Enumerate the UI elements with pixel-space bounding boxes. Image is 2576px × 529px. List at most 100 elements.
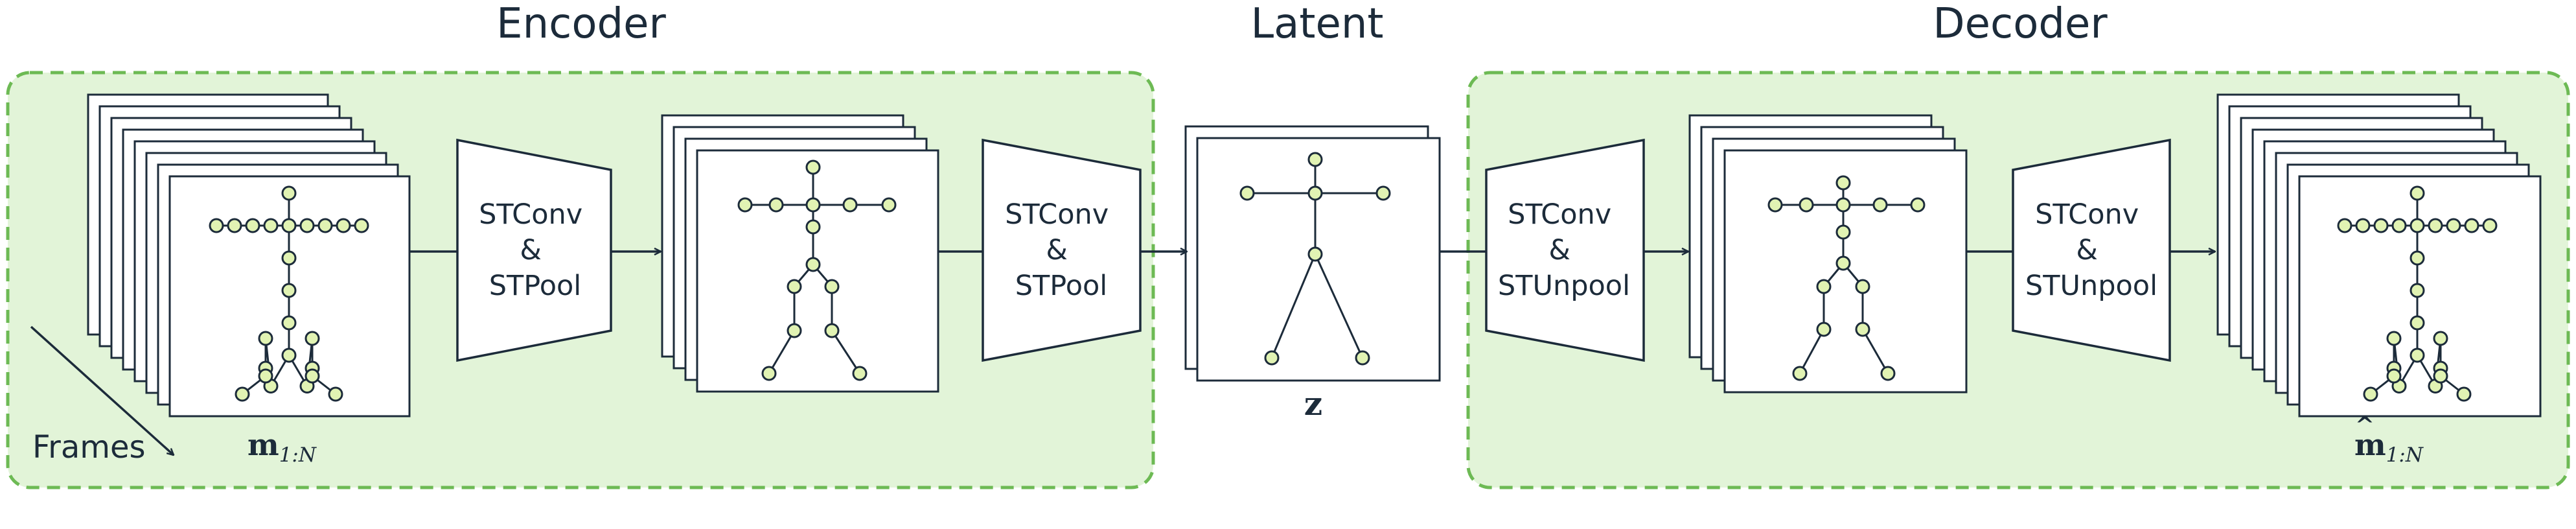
joint-dot (2464, 218, 2479, 233)
joint-dot (305, 368, 320, 384)
output-label: m1:N (2354, 427, 2424, 467)
joint-dot (281, 185, 297, 201)
joint-dot (235, 386, 250, 402)
svg-text:STConv & STPool: STConv & STPool (479, 198, 592, 302)
svg-text:STConv & STUnpool: STConv & STUnpool (2025, 198, 2157, 302)
joint-dot (1799, 197, 1814, 213)
svg-text:STConv & STUnpool: STConv & STUnpool (1498, 198, 1630, 302)
joint-dot (824, 323, 840, 338)
bone-line (1314, 253, 1364, 359)
decoder-mid-skeleton (1767, 175, 1926, 381)
decoder-op-1-line-2: & (1548, 234, 1570, 266)
joint-dot (1835, 255, 1851, 271)
decoder-op-2-block (2012, 138, 2171, 362)
joint-dot (1307, 246, 1323, 262)
decoder-op-1-line-3: STUnpool (1498, 270, 1630, 302)
joint-dot (1264, 350, 1280, 366)
joint-dot (2363, 386, 2378, 402)
joint-dot (317, 218, 333, 233)
frame-rect (1723, 149, 1968, 394)
frames-arrow (30, 325, 174, 455)
joint-dot (2409, 347, 2425, 363)
bone-line (768, 330, 796, 374)
joint-dot (2337, 218, 2352, 233)
joint-dot (2433, 331, 2448, 346)
encoder-op-2-line-3: STPool (1015, 270, 1108, 302)
decoder-title: Decoder (1933, 0, 2108, 48)
decoder-op-2-line-2: & (2076, 234, 2098, 266)
joint-dot (2409, 218, 2425, 233)
input-label: m1:N (247, 427, 317, 467)
joint-dot (1835, 197, 1851, 213)
joint-dot (2446, 218, 2461, 233)
joint-dot (328, 386, 343, 402)
joint-dot (1307, 185, 1323, 201)
joint-dot (2433, 368, 2448, 384)
joint-dot (1307, 152, 1323, 167)
output-skeleton (2337, 185, 2498, 402)
joint-dot (281, 250, 297, 266)
joint-dot (245, 218, 260, 233)
joint-dot (1792, 366, 1808, 381)
bone-line (1861, 329, 1889, 374)
joint-dot (299, 218, 315, 233)
joint-dot (258, 331, 273, 346)
joint-dot (1855, 322, 1870, 337)
output-label-main: m (2354, 427, 2386, 462)
joint-dot (1816, 279, 1832, 294)
joint-dot (354, 218, 369, 233)
encoder-op-2-line-1: STConv (1005, 198, 1109, 231)
joint-dot (1239, 185, 1255, 201)
joint-dot (824, 279, 840, 294)
latent-title: Latent (1251, 0, 1384, 48)
joint-dot (2409, 250, 2425, 266)
encoder-op-1-line-1: STConv (479, 198, 582, 231)
encoder-title: Encoder (496, 0, 666, 48)
joint-dot (281, 283, 297, 298)
bone-line (1271, 253, 1317, 359)
joint-dot (2386, 368, 2402, 384)
joint-dot (805, 159, 821, 175)
latent-label: z (1304, 384, 1322, 423)
output-frame-stack (2216, 93, 2542, 417)
input-frame-stack (87, 93, 411, 417)
encoder-op-1-block (456, 138, 612, 362)
latent-skeleton (1239, 152, 1391, 366)
input-skeleton (209, 185, 369, 402)
encoder-op-1-line-2: & (520, 234, 542, 266)
joint-dot (2409, 315, 2425, 331)
joint-dot (2391, 218, 2407, 233)
joint-dot (787, 323, 802, 338)
joint-dot (761, 366, 777, 381)
joint-dot (2409, 185, 2425, 201)
frames-label: Frames (32, 429, 146, 465)
joint-dot (1910, 197, 1926, 213)
decoder-mid-frame-stack (1688, 114, 1968, 394)
joint-dot (1375, 185, 1391, 201)
joint-dot (2409, 283, 2425, 298)
joint-dot (336, 218, 351, 233)
encoder-op-2-block (982, 138, 1142, 362)
joint-dot (281, 347, 297, 363)
joint-dot (737, 197, 753, 213)
joint-dot (1835, 175, 1851, 191)
joint-dot (881, 197, 897, 213)
joint-dot (2386, 331, 2402, 346)
joint-dot (1872, 197, 1888, 213)
joint-dot (281, 315, 297, 331)
encoder-mid-frame-stack (661, 114, 939, 393)
joint-dot (2482, 218, 2498, 233)
svg-text:STConv & STPool: STConv & STPool (1005, 198, 1118, 302)
bone-line (831, 330, 861, 374)
joint-dot (768, 197, 784, 213)
joint-dot (227, 218, 242, 233)
joint-dot (2428, 218, 2443, 233)
joint-dot (1855, 279, 1870, 294)
joint-dot (1816, 322, 1832, 337)
joint-dot (1767, 197, 1783, 213)
decoder-op-2-line-3: STUnpool (2025, 270, 2157, 302)
decoder-op-2-line-1: STConv (2035, 198, 2139, 231)
joint-dot (842, 197, 858, 213)
joint-dot (258, 368, 273, 384)
